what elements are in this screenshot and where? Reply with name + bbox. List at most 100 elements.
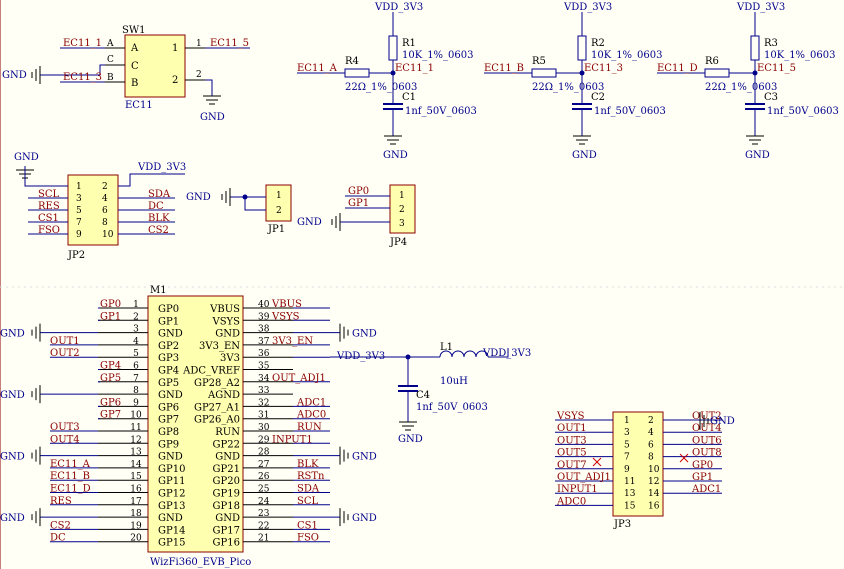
jp3-left-net: OUT1 [557, 423, 587, 434]
m1-left-pin-function: GND [158, 452, 183, 463]
cap-ref: C2 [591, 92, 605, 103]
sw1-body [124, 34, 186, 98]
jp3-right-net: GP0 [692, 460, 713, 471]
m1-left-pin-number: 6 [133, 362, 139, 372]
jp3-pin-left: 1 [624, 416, 630, 426]
m1-left-pin-number: 9 [133, 398, 139, 408]
jp2-pin-right: 6 [102, 206, 108, 216]
m1-left-net: GP1 [100, 311, 121, 322]
m1-right-pin-number: 31 [258, 411, 269, 421]
filter-out-net: EC11_3 [584, 63, 623, 74]
gnd-label-filter: GND [572, 150, 597, 161]
jp2-pin-left: 5 [76, 206, 82, 216]
m1-right-pin-function: GP16 [213, 538, 240, 549]
filter-ec11-5[interactable]: VDD_3V3R310K_1%_0603EC11_DR622Ω_1%_0603E… [657, 2, 839, 161]
jp1-header[interactable]: JP1 1 2 GND [186, 184, 292, 235]
m1-right-pin-number: 39 [258, 312, 270, 322]
jp2-right-net: BLK [148, 213, 170, 224]
jp3-pin-right: 8 [648, 453, 654, 463]
m1-left-pin-function: GP11 [158, 476, 185, 487]
m1-left-pin-function: GP0 [158, 304, 179, 315]
sw1-pinnum-1: 1 [196, 39, 202, 49]
m1-right-pin-function: GP20 [213, 476, 240, 487]
m1-right-pin-number: 24 [258, 497, 270, 507]
m1-right-pin-number: 29 [258, 435, 270, 445]
jp2-pin-right: 8 [102, 218, 108, 228]
l1-inductor [439, 350, 489, 358]
m1-left-pin-number: 12 [130, 435, 141, 445]
jp2-left-net: FSO [38, 225, 60, 236]
jp3-right-net: ADC1 [691, 484, 721, 495]
sw1-ec11[interactable]: SW1 EC11 A C B 1 2 A C B 1 2 EC11_1 EC11… [2, 25, 250, 123]
jp3-ref: JP3 [613, 519, 631, 530]
jp4-pin-2: 2 [399, 205, 405, 215]
m1-ref: M1 [150, 285, 167, 296]
jp3-pin-left: 11 [624, 477, 635, 487]
gnd-label-filter: GND [383, 150, 408, 161]
vdd-label-l1: VDD_3V3 [482, 348, 531, 359]
filter-out-net: EC11_1 [395, 63, 434, 74]
m1-right-net: SDA [297, 484, 320, 495]
jp3-pin-left: 15 [624, 501, 636, 511]
jp2-pin-left: 9 [76, 230, 82, 240]
m1-right-pin-function: GP26_A0 [194, 415, 240, 426]
m1-right-pin-number: 28 [258, 448, 270, 458]
l1-c4-filter[interactable]: VDD_3V3 L1 10uH C4 1nf_50V_0603 GND [330, 342, 531, 445]
m1-left-net: OUT2 [50, 348, 80, 359]
jp3-right-net: OUT4 [692, 423, 722, 434]
rtop-value: 10K_1%_0603 [764, 50, 836, 61]
m1-left-net: GP5 [100, 373, 121, 384]
rtop-resistor [750, 35, 760, 61]
m1-right-pin-number: 27 [258, 460, 270, 470]
m1-left-pin-number: 15 [130, 472, 142, 482]
m1-left-pin-function: GND [158, 329, 183, 340]
jp2-pin-left: 7 [76, 218, 82, 228]
gnd-label-jp4: GND [297, 217, 322, 228]
m1-left-pin-function: GP7 [158, 415, 179, 426]
jp3-left-net: OUT7 [557, 460, 587, 471]
jp4-header[interactable]: JP4 1 2 3 GP0 GP1 GND [297, 184, 416, 248]
m1-left-pin-function: GP2 [158, 341, 179, 352]
jp3-pin-left: 5 [624, 440, 630, 450]
m1-left-net: CS2 [50, 520, 71, 531]
gnd-symbol-m1-left [31, 446, 41, 465]
filter-in-net: EC11_A [297, 63, 338, 74]
gnd-symbol-jp1 [221, 188, 231, 206]
filter-in-net: EC11_B [484, 63, 524, 74]
rser-ref: R4 [345, 56, 359, 67]
cap-value: 1nf_50V_0603 [405, 106, 477, 117]
gnd-symbol-filter [746, 135, 764, 145]
jp3-left-net: INPUT1 [557, 484, 598, 495]
filter-ec11-1[interactable]: VDD_3V3R110K_1%_0603EC11_AR422Ω_1%_0603E… [297, 2, 477, 161]
filter-ec11-3[interactable]: VDD_3V3R210K_1%_0603EC11_BR522Ω_1%_0603E… [484, 2, 666, 161]
net-ec11-3-left: EC11_3 [63, 72, 102, 83]
m1-left-pin-function: GP12 [158, 489, 185, 500]
m1-left-pin-number: 20 [130, 534, 142, 544]
gnd-symbol-filter [573, 135, 591, 145]
m1-left-pin-number: 2 [133, 312, 139, 322]
jp3-right-net: GP1 [692, 472, 713, 483]
m1-right-net: OUT_ADJ1 [272, 373, 326, 384]
m1-right-pin-function: GND [215, 452, 240, 463]
jp3-right-net: OUT8 [692, 448, 722, 459]
jp3-pin-left: 9 [624, 465, 630, 475]
jp1-body [265, 184, 292, 222]
m1-right-pin-number: 21 [258, 534, 269, 544]
jp2-left-net: RES [38, 201, 60, 212]
m1-left-pin-number: 8 [133, 386, 139, 396]
jp4-net-gp1: GP1 [348, 198, 369, 209]
m1-right-pin-function: 3V3_EN [199, 341, 240, 352]
m1-left-pin-number: 17 [130, 497, 142, 507]
m1-left-pin-number: 11 [130, 423, 141, 433]
rtop-value: 10K_1%_0603 [402, 50, 474, 61]
cap-value: 1nf_50V_0603 [767, 106, 839, 117]
rser-value: 22Ω_1%_0603 [345, 82, 417, 93]
jp3-body [612, 411, 664, 517]
m1-left-pin-function: GND [158, 513, 183, 524]
m1-right-pin-number: 40 [258, 300, 270, 310]
m1-left-net: GP7 [100, 410, 121, 421]
